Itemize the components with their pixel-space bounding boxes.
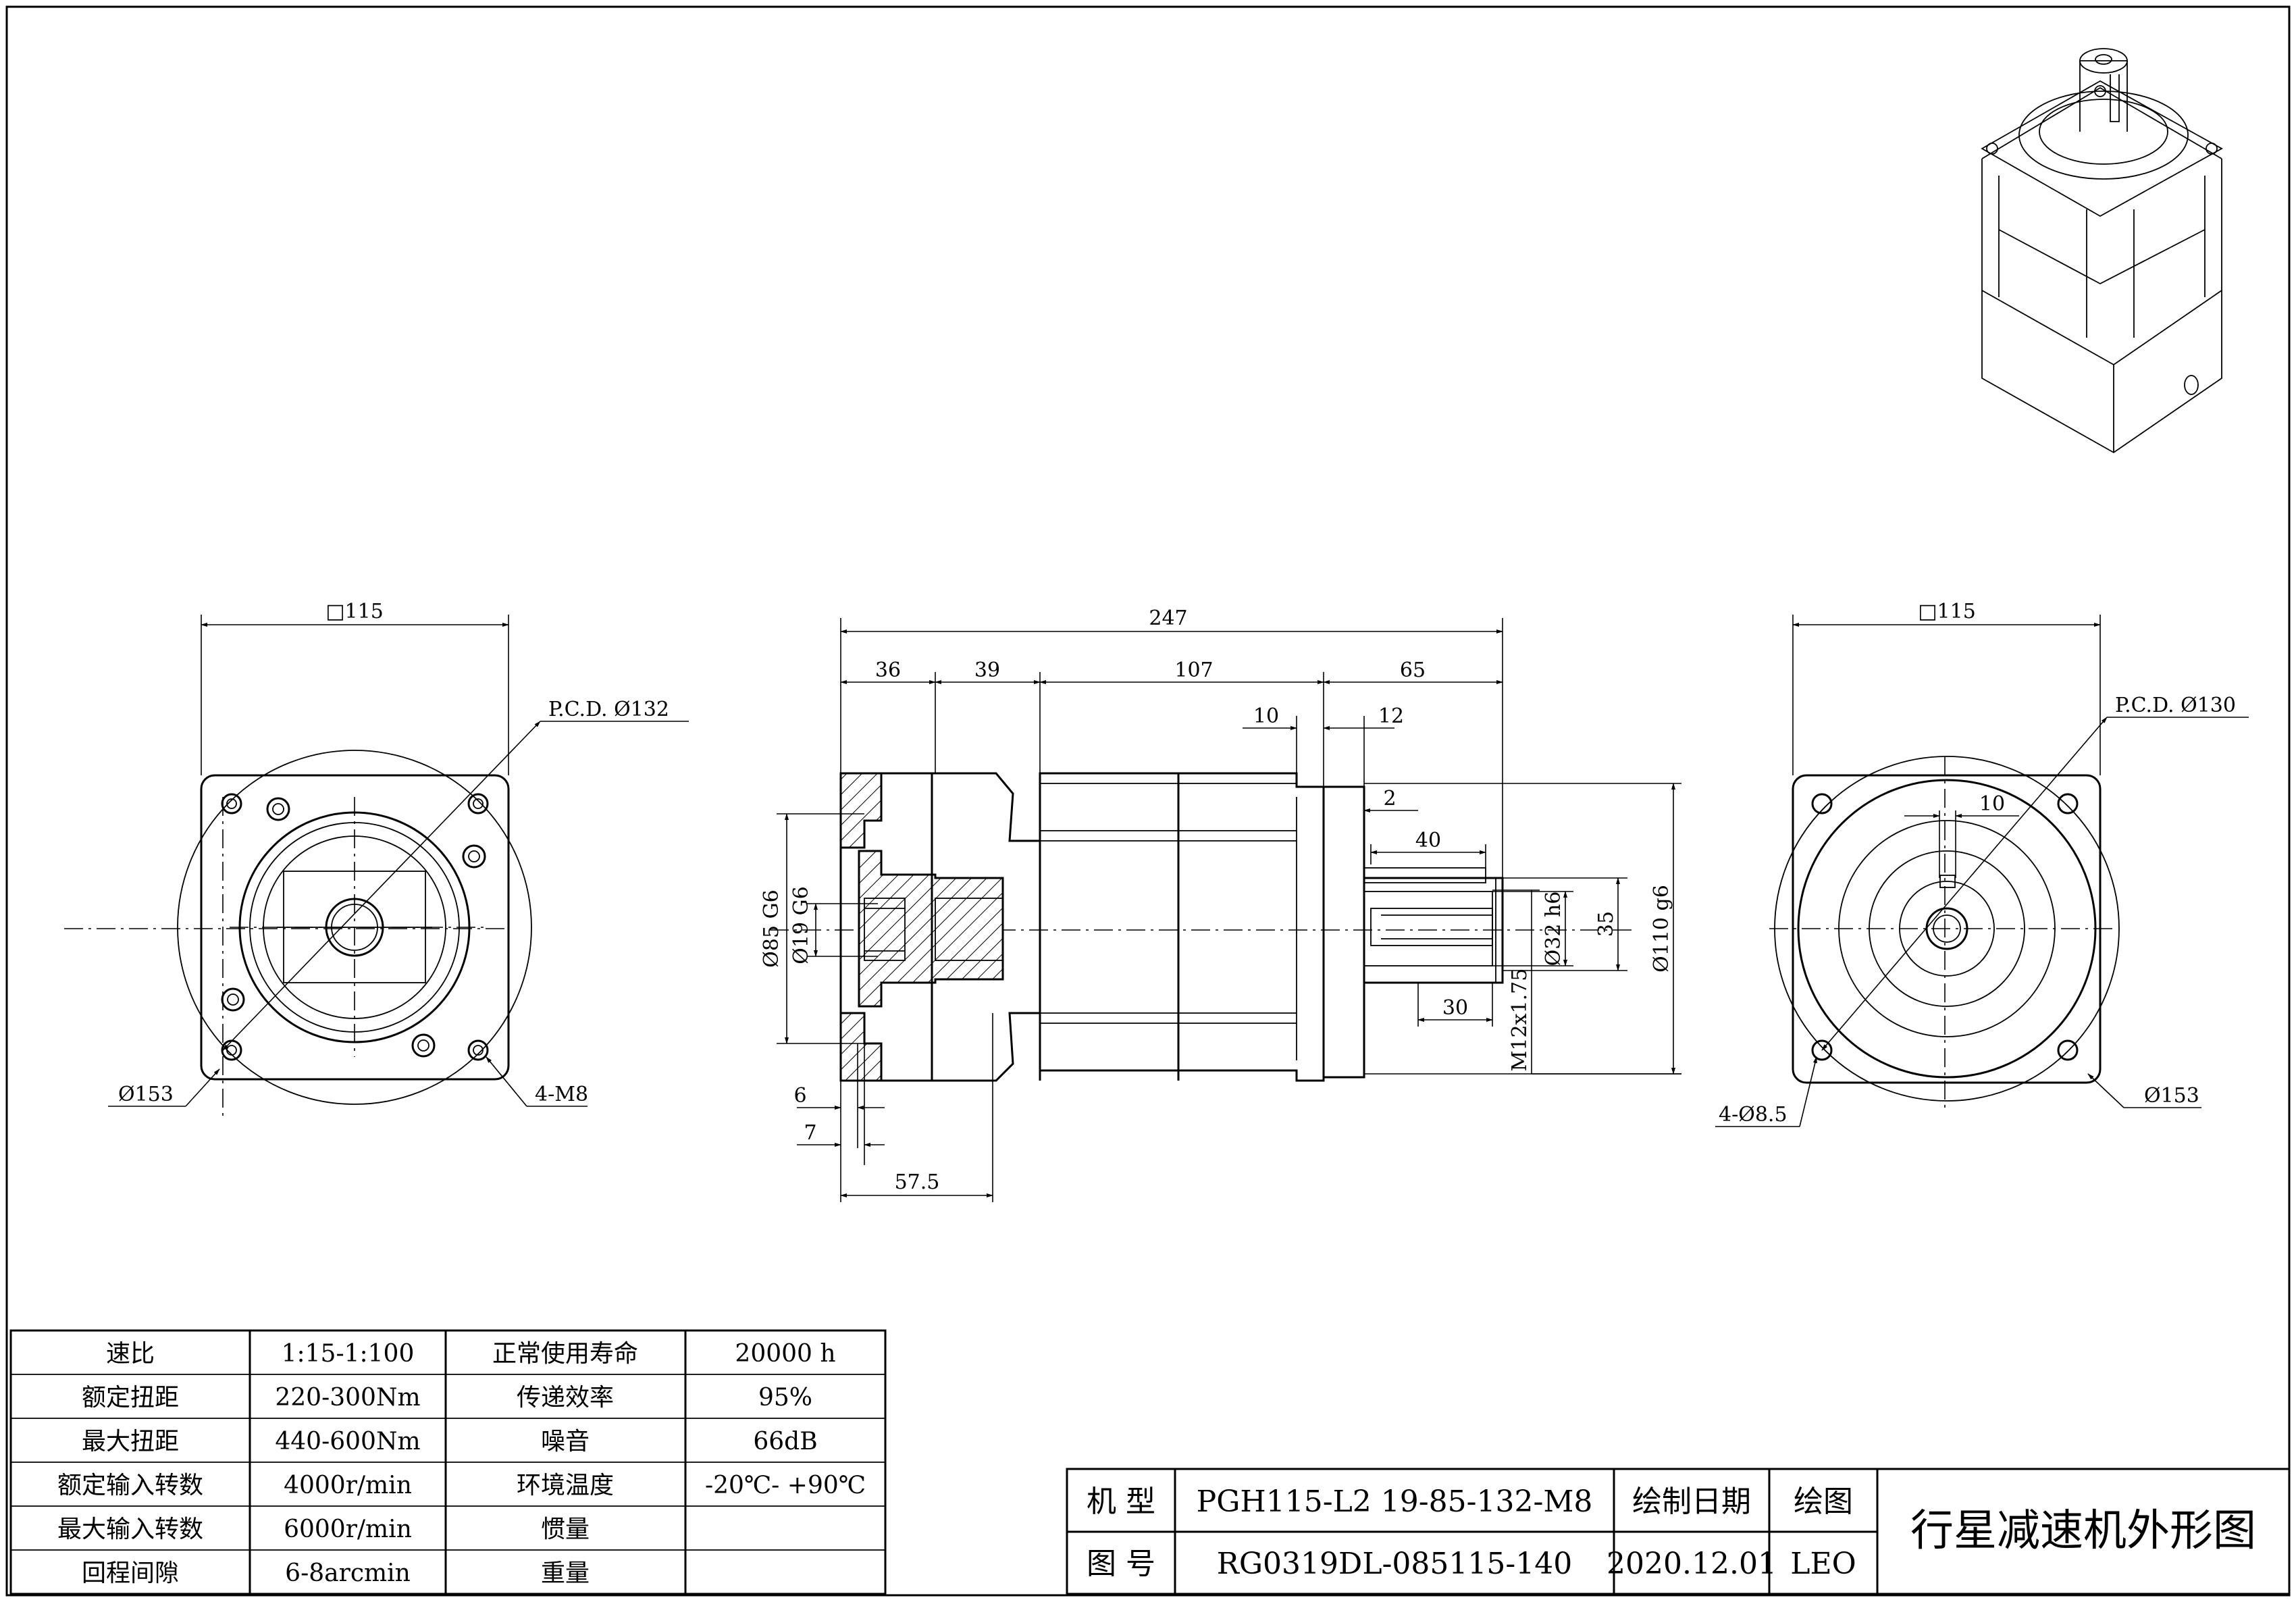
right-key-width: 10 xyxy=(1979,792,2005,816)
dim-overall: 247 xyxy=(1149,606,1187,630)
spec-value: 66dB xyxy=(753,1428,817,1455)
spec-key: 速比 xyxy=(106,1340,155,1368)
drawer-value: LEO xyxy=(1790,1547,1856,1581)
model-value: PGH115-L2 19-85-132-M8 xyxy=(1197,1484,1593,1519)
right-width-dim: □115 xyxy=(1918,600,1976,623)
drawing-title: 行星减速机外形图 xyxy=(1910,1506,2256,1556)
spec-key: 环境温度 xyxy=(517,1472,614,1499)
spec-value: 6000r/min xyxy=(284,1516,412,1543)
sheet-border xyxy=(5,5,2291,1597)
side-section-view: 247 36 39 107 65 10 12 2 40 30 xyxy=(760,606,1681,1202)
spec-key: 惯量 xyxy=(541,1516,590,1543)
date-label: 绘制日期 xyxy=(1632,1484,1751,1519)
spec-key: 回程间隙 xyxy=(82,1559,179,1587)
dim-bore-small: Ø19 G6 xyxy=(789,886,813,964)
dim-35: 35 xyxy=(1594,911,1618,937)
dim-shaft-dia: Ø32 h6 xyxy=(1542,892,1565,966)
spec-key: 传递效率 xyxy=(517,1384,614,1412)
right-outer-dia: Ø153 xyxy=(2144,1084,2199,1108)
spec-value: 95% xyxy=(758,1384,812,1412)
spec-key: 正常使用寿命 xyxy=(492,1340,638,1368)
right-pcd-label: P.C.D. Ø130 xyxy=(2115,694,2236,717)
dim-40: 40 xyxy=(1415,829,1441,852)
spec-key: 额定输入转数 xyxy=(57,1472,203,1499)
dim-7: 7 xyxy=(804,1121,816,1145)
spec-value: 1:15-1:100 xyxy=(282,1340,415,1368)
dim-6: 6 xyxy=(793,1084,806,1108)
model-label: 机 型 xyxy=(1087,1484,1155,1519)
spec-key: 额定扭距 xyxy=(82,1384,179,1412)
spec-value: 440-600Nm xyxy=(275,1428,420,1455)
spec-value: 6-8arcmin xyxy=(285,1559,411,1587)
date-value: 2020.12.01 xyxy=(1607,1547,1777,1581)
dim-pilot-out: Ø110 g6 xyxy=(1650,885,1673,973)
title-block: 机 型 PGH115-L2 19-85-132-M8 图 号 RG0319DL-… xyxy=(1066,1468,2291,1595)
dim-10: 10 xyxy=(1253,704,1279,728)
left-holes-label: 4-M8 xyxy=(535,1083,588,1106)
left-front-view: □115 P.C.D. Ø132 Ø153 4-M8 xyxy=(64,600,689,1121)
left-outer-dia: Ø153 xyxy=(118,1083,174,1106)
spec-key: 最大扭距 xyxy=(82,1428,179,1455)
dim-thread: M12x1.75 xyxy=(1508,968,1532,1072)
spec-rows: 速比 1:15-1:100 正常使用寿命 20000 h 额定扭距 220-300Nm 传递… xyxy=(57,1340,866,1587)
spec-key: 最大输入转数 xyxy=(57,1516,203,1543)
dim-39: 39 xyxy=(974,658,1000,682)
spec-value: 220-300Nm xyxy=(275,1384,420,1412)
spec-value: -20℃- +90℃ xyxy=(705,1472,866,1499)
right-front-view: □115 P.C.D. Ø130 10 Ø153 4-Ø8.5 xyxy=(1715,600,2249,1127)
spec-table xyxy=(9,1329,887,1595)
drawer-label: 绘图 xyxy=(1794,1484,1853,1519)
spec-key: 重量 xyxy=(541,1559,590,1587)
spec-value: 20000 h xyxy=(735,1340,835,1368)
drawing-label: 图 号 xyxy=(1087,1547,1155,1581)
spec-value: 4000r/min xyxy=(284,1472,412,1499)
dim-bore-big: Ø85 G6 xyxy=(760,889,783,967)
dim-65: 65 xyxy=(1400,658,1426,682)
right-holes-label: 4-Ø8.5 xyxy=(1719,1103,1788,1127)
dim-57-5: 57.5 xyxy=(895,1170,940,1194)
isometric-view xyxy=(1981,48,2223,454)
dim-30: 30 xyxy=(1442,996,1468,1020)
drawing-value: RG0319DL-085115-140 xyxy=(1217,1547,1572,1581)
dim-2: 2 xyxy=(1383,787,1396,810)
left-width-dim: □115 xyxy=(325,600,384,623)
dim-107: 107 xyxy=(1174,658,1213,682)
left-pcd-label: P.C.D. Ø132 xyxy=(548,698,669,721)
dim-12: 12 xyxy=(1378,704,1404,728)
dim-36: 36 xyxy=(875,658,901,682)
spec-key: 噪音 xyxy=(541,1428,590,1455)
